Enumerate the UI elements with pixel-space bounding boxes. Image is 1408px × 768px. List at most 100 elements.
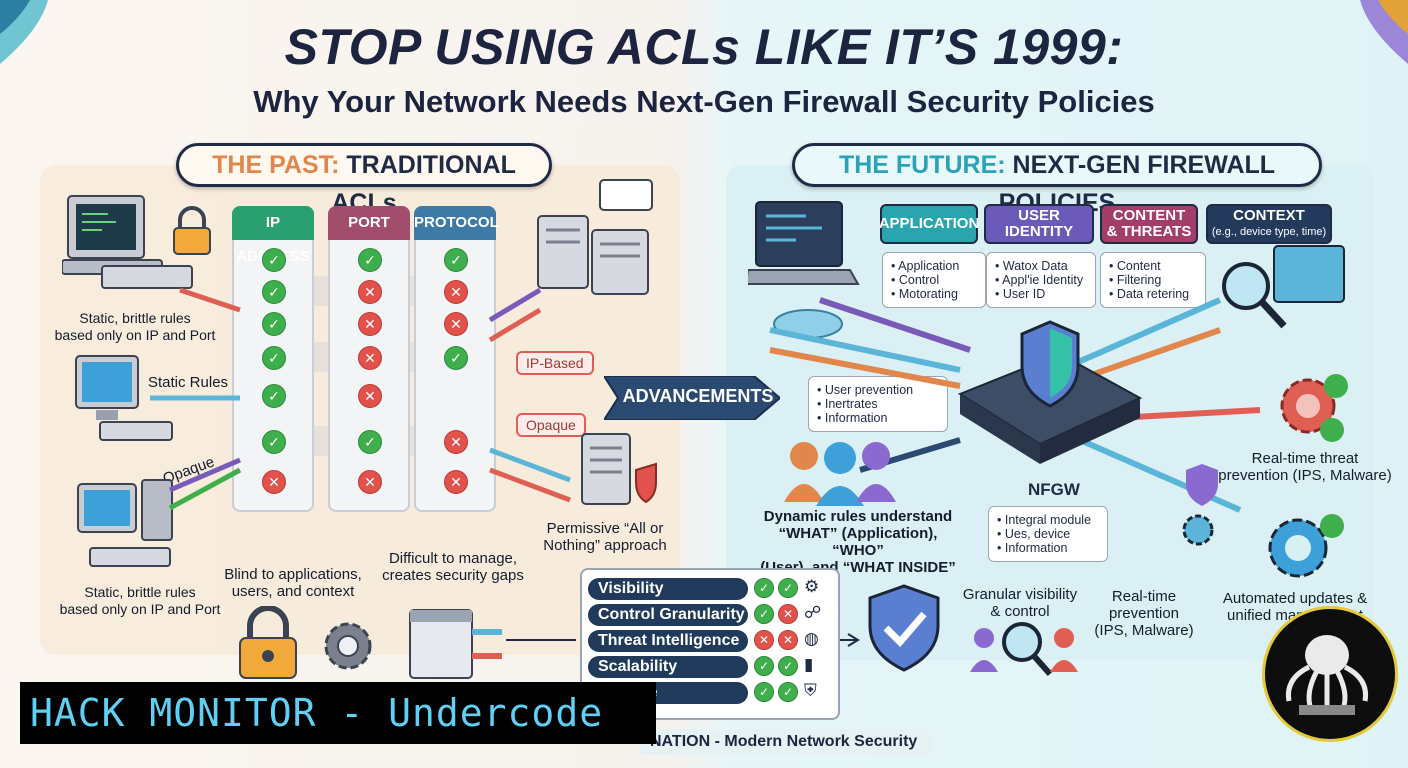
browser-window-icon (409, 609, 502, 679)
user-identity-bullets: Watox DataAppl'ie IdentityUser ID (986, 252, 1096, 308)
cross-icon: ✕ (778, 630, 798, 650)
category-1: USER IDENTITY (984, 204, 1094, 244)
past-caption-top: Static, brittle rules based only on IP a… (54, 310, 216, 343)
cross-icon: ✕ (778, 604, 798, 624)
cross-icon: ✕ (358, 384, 382, 408)
check-icon: ✓ (778, 578, 798, 598)
nfgw-label: NFGW (1028, 480, 1080, 499)
octopus-logo (1262, 606, 1398, 742)
prevention-bullets: User preventionInertratesInformation (808, 376, 948, 432)
padlock-icon (239, 606, 297, 679)
gear-icon (324, 622, 372, 670)
check-icon: ✓ (262, 248, 286, 272)
footer-bar: NATION - Modern Network Security (640, 729, 930, 755)
check-icon: ✓ (444, 248, 468, 272)
check-icon: ✓ (754, 604, 774, 624)
permissive-caption: Permissive “All or Nothing” approach (543, 520, 667, 554)
acl-column-header: IP ADDRESS (232, 206, 314, 265)
category-label: USER IDENTITY (1004, 207, 1074, 240)
context-monitor-icon (1222, 245, 1345, 329)
monitor-icon (75, 355, 173, 441)
category-label: CONTENT & THREATS (1106, 207, 1192, 240)
category-0: APPLICATION (878, 204, 980, 244)
watermark-banner: HACK MONITOR - Undercode (20, 682, 656, 744)
cross-icon: ✕ (444, 470, 468, 494)
gear-icon: ⚙ (804, 577, 820, 596)
check-icon: ✓ (778, 656, 798, 676)
comparison-bar: Control Granularity (588, 604, 748, 626)
small-shield-gear-icon (1182, 464, 1218, 546)
check-icon: ✓ (262, 384, 286, 408)
server-shield-icon (581, 433, 657, 505)
difficult-caption: Difficult to manage, creates security ga… (382, 550, 524, 584)
flower-decoration-icon (1360, 0, 1408, 64)
acl-column-header: PROTOCOL (414, 206, 499, 240)
category-sublabel: (e.g., device type, time) (1211, 226, 1327, 238)
acl-column: PROTOCOL (414, 206, 499, 512)
check-icon: ✓ (262, 430, 286, 454)
cross-icon: ✕ (444, 312, 468, 336)
category-2: CONTENT & THREATS (1100, 204, 1198, 244)
shield-icon: ⛨ (804, 681, 817, 700)
past-caption-bottom: Static, brittle rules based only on IP a… (59, 584, 221, 617)
cross-icon: ✕ (754, 630, 774, 650)
cross-icon: ✕ (358, 346, 382, 370)
cross-icon: ✕ (358, 312, 382, 336)
blind-caption: Blind to applications, users, and contex… (224, 566, 362, 600)
check-icon: ✓ (262, 346, 286, 370)
traffic-arrows (150, 287, 571, 511)
threat-gear-icon (1280, 374, 1348, 442)
check-icon: ✓ (262, 312, 286, 336)
page-title: STOP USING ACLs LIKE IT’S 1999: (284, 19, 1124, 75)
acl-column-header: PORT (328, 206, 410, 240)
cross-icon: ✕ (444, 430, 468, 454)
ip-based-tag: IP-Based (516, 351, 594, 375)
content-bullets: ContentFilteringData retering (1100, 252, 1206, 308)
comparison-bar: Scalability (588, 656, 748, 678)
check-icon: ✓ (444, 346, 468, 370)
globe-icon: ◍ (804, 629, 819, 648)
check-icon: ✓ (778, 682, 798, 702)
granular-caption: Granular visibility & control (962, 586, 1078, 620)
realtime-threat-caption: Real-time threat prevention (IPS, Malwar… (1218, 450, 1392, 484)
laptop-icon (748, 201, 860, 339)
tower-computer-icon (77, 479, 173, 567)
cross-icon: ✕ (358, 470, 382, 494)
application-bullets: ApplicationControlMotorating (882, 252, 986, 308)
padlock-icon (173, 206, 211, 255)
hierarchy-icon: ☍ (804, 603, 822, 622)
page-subtitle: Why Your Network Needs Next-Gen Firewall… (253, 84, 1155, 119)
automation-gear-icon (1268, 514, 1344, 578)
category-label: CONTEXT (1233, 207, 1305, 224)
cross-icon: ✕ (262, 470, 286, 494)
opaque-tag: Opaque (516, 413, 586, 437)
bar-chart-icon: ▮ (804, 655, 814, 674)
check-icon: ✓ (754, 578, 774, 598)
realtime-prevention-caption: Real-time prevention (IPS, Malware) (1094, 588, 1194, 639)
category-label: APPLICATION (878, 215, 980, 232)
advancements-arrow (604, 376, 780, 420)
dynamic-rules-caption: Dynamic rules understand “WHAT” (Applica… (760, 508, 956, 576)
check-icon: ✓ (262, 280, 286, 304)
nfgw-appliance-icon (957, 320, 1143, 464)
desktop-computer-icon (62, 195, 193, 289)
cross-icon: ✕ (358, 280, 382, 304)
module-bullets: Integral moduleUes, deviceInformation (988, 506, 1108, 562)
static-rules-label: Static Rules (148, 374, 229, 391)
check-icon: ✓ (754, 656, 774, 676)
future-header: THE FUTURE: NEXT-GEN FIREWALL POLICIES (792, 143, 1322, 217)
server-rack-icon (537, 179, 653, 295)
advancements-label: ADVANCEMENTS (622, 386, 774, 406)
check-icon: ✓ (754, 682, 774, 702)
flower-decoration-icon (0, 0, 48, 64)
users-group-icon (784, 442, 896, 506)
comparison-bar: Threat Intelligence (588, 630, 748, 652)
cross-icon: ✕ (444, 280, 468, 304)
past-header: THE PAST: TRADITIONAL ACLs (176, 143, 552, 217)
magnifier-users-icon (970, 622, 1078, 676)
comparison-bar: Visibility (588, 578, 748, 600)
category-3: CONTEXT (e.g., device type, time) (1206, 204, 1332, 244)
octopus-icon (1285, 635, 1369, 715)
security-shield-icon (868, 584, 940, 672)
check-icon: ✓ (358, 430, 382, 454)
